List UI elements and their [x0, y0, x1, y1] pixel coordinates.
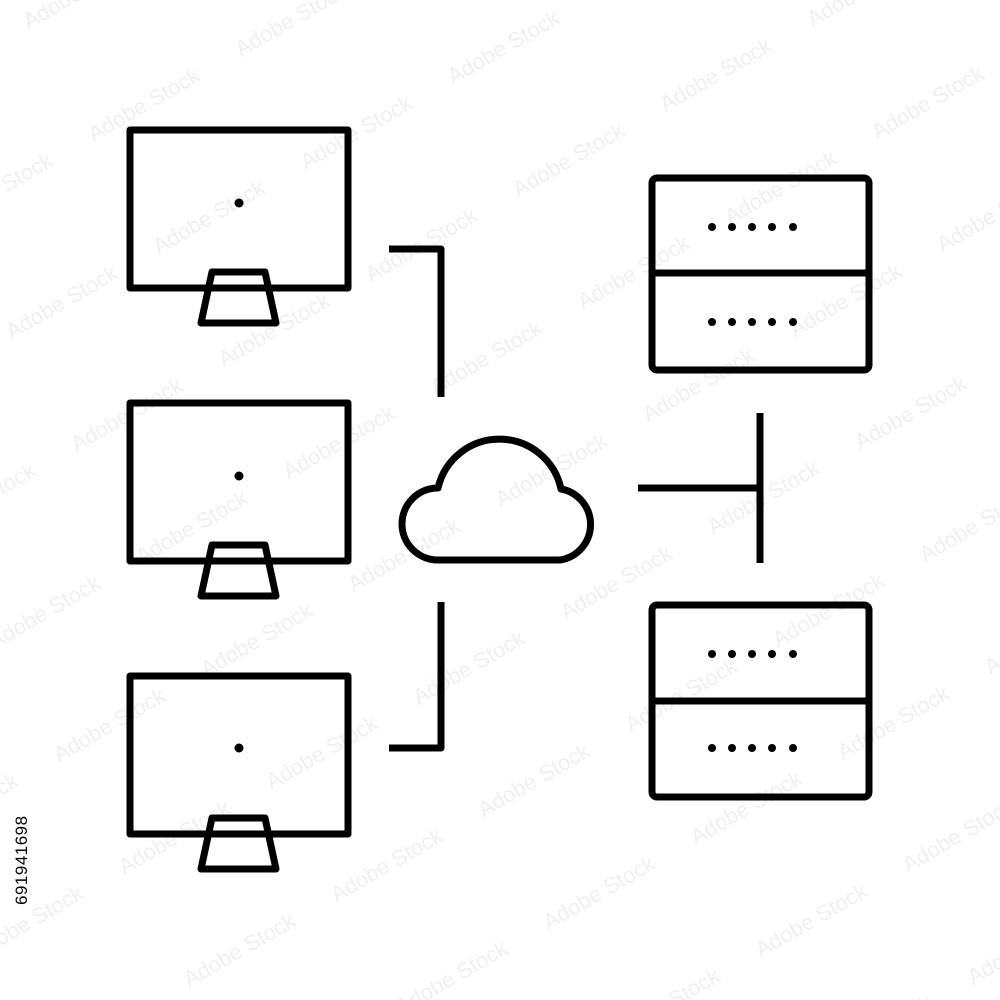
server-rack-icon	[648, 601, 873, 801]
stock-id-label: 691941698	[12, 815, 31, 905]
monitor-icon	[126, 126, 352, 327]
connector-line	[389, 602, 445, 752]
cloud-icon	[398, 435, 594, 564]
monitor-icon	[126, 672, 352, 873]
server-rack-icon	[648, 174, 873, 374]
connector-line	[389, 245, 445, 397]
monitor-icon	[126, 399, 352, 600]
